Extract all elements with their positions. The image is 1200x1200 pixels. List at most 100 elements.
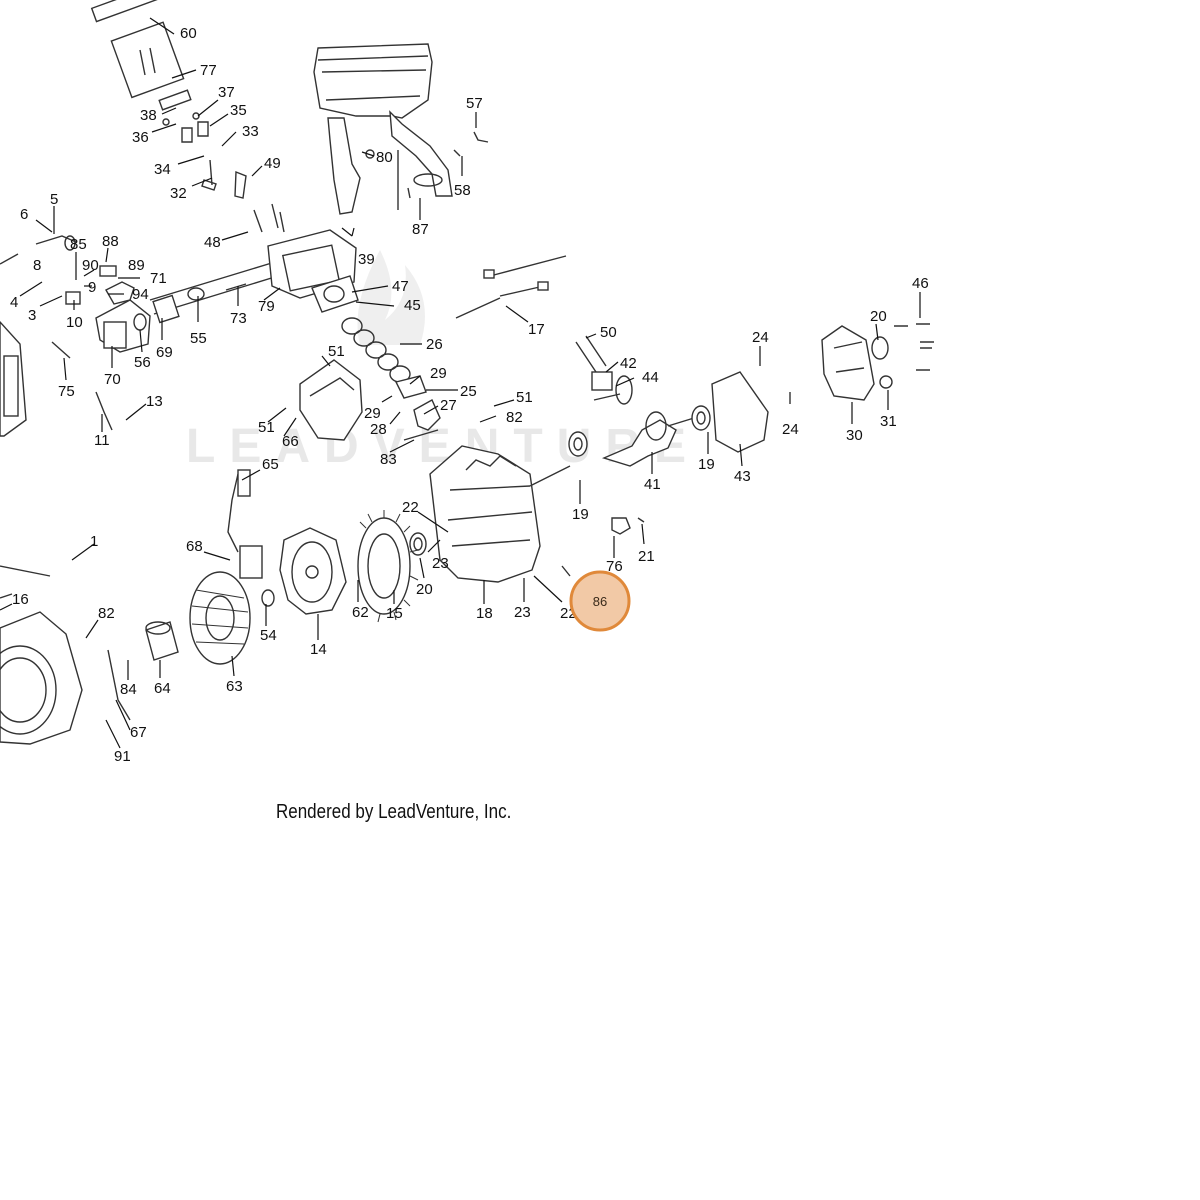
callout-13[interactable]: 13 (146, 393, 163, 410)
cylinder-head-part (253, 203, 359, 313)
callout-66[interactable]: 66 (282, 433, 299, 450)
callout-90[interactable]: 90 (82, 257, 99, 274)
callout-30[interactable]: 30 (846, 427, 863, 444)
callout-63[interactable]: 63 (226, 678, 243, 695)
callout-75[interactable]: 75 (58, 383, 75, 400)
callout-83[interactable]: 83 (380, 451, 397, 468)
callout-9[interactable]: 9 (88, 279, 96, 296)
callout-80[interactable]: 80 (376, 149, 393, 166)
callout-91[interactable]: 91 (114, 748, 131, 765)
callout-50[interactable]: 50 (600, 324, 617, 341)
callout-36[interactable]: 36 (132, 129, 149, 146)
callout-4[interactable]: 4 (10, 294, 18, 311)
fuel-tank-part (0, 320, 27, 437)
callout-62[interactable]: 62 (352, 604, 369, 621)
callout-35[interactable]: 35 (230, 102, 247, 119)
callout-38[interactable]: 38 (140, 107, 157, 124)
callout-49[interactable]: 49 (264, 155, 281, 172)
callout-43[interactable]: 43 (734, 468, 751, 485)
callout-39[interactable]: 39 (358, 251, 375, 268)
callout-8[interactable]: 8 (33, 257, 41, 274)
callout-68[interactable]: 68 (186, 538, 203, 555)
callout-20-center[interactable]: 20 (416, 581, 433, 598)
callout-56[interactable]: 56 (134, 354, 151, 371)
watermark: LEADVENTURE (186, 250, 686, 473)
callout-17[interactable]: 17 (528, 321, 545, 338)
callout-31[interactable]: 31 (880, 413, 897, 430)
callout-26[interactable]: 26 (426, 336, 443, 353)
starter-cup-part (145, 589, 275, 661)
callout-5[interactable]: 5 (50, 191, 58, 208)
crankcase-cover-part (821, 323, 934, 401)
callout-15[interactable]: 15 (386, 605, 403, 622)
callout-24-bottom[interactable]: 24 (782, 421, 799, 438)
callout-51-right[interactable]: 51 (516, 389, 533, 406)
callout-65[interactable]: 65 (262, 456, 279, 473)
callout-55[interactable]: 55 (190, 330, 207, 347)
callout-69[interactable]: 69 (156, 344, 173, 361)
intake-pipe-part (51, 261, 279, 359)
callout-51-top[interactable]: 51 (328, 343, 345, 360)
callout-82-left[interactable]: 82 (98, 605, 115, 622)
callout-27[interactable]: 27 (440, 397, 457, 414)
callout-46[interactable]: 46 (912, 275, 929, 292)
callout-71[interactable]: 71 (150, 270, 167, 287)
callout-21[interactable]: 21 (638, 548, 655, 565)
callout-51-left[interactable]: 51 (258, 419, 275, 436)
callout-88[interactable]: 88 (102, 233, 119, 250)
callout-18[interactable]: 18 (476, 605, 493, 622)
callout-23-bottom[interactable]: 23 (514, 604, 531, 621)
callout-89[interactable]: 89 (128, 257, 145, 274)
callout-47[interactable]: 47 (392, 278, 409, 295)
camshaft-part (575, 335, 633, 405)
callout-45[interactable]: 45 (404, 297, 421, 314)
callout-16[interactable]: 16 (12, 591, 29, 608)
callout-6[interactable]: 6 (20, 206, 28, 223)
callout-44[interactable]: 44 (642, 369, 659, 386)
callout-37[interactable]: 37 (218, 84, 235, 101)
callout-67[interactable]: 67 (130, 724, 147, 741)
callout-42[interactable]: 42 (620, 355, 637, 372)
callout-25[interactable]: 25 (460, 383, 477, 400)
callout-32[interactable]: 32 (170, 185, 187, 202)
callout-20-right[interactable]: 20 (870, 308, 887, 325)
callout-28[interactable]: 28 (370, 421, 387, 438)
hotspot-86[interactable]: 86 (569, 570, 631, 632)
callout-3[interactable]: 3 (28, 307, 36, 324)
callout-73[interactable]: 73 (230, 310, 247, 327)
callout-54[interactable]: 54 (260, 627, 277, 644)
callout-29-left[interactable]: 29 (364, 405, 381, 422)
callout-41[interactable]: 41 (644, 476, 661, 493)
callout-29-top[interactable]: 29 (430, 365, 447, 382)
callout-84[interactable]: 84 (120, 681, 137, 698)
callout-24-top[interactable]: 24 (752, 329, 769, 346)
callout-57[interactable]: 57 (466, 95, 483, 112)
callout-94[interactable]: 94 (132, 286, 149, 303)
callout-14[interactable]: 14 (310, 641, 327, 658)
rocker-arm-part (403, 399, 441, 441)
callout-85[interactable]: 85 (70, 236, 87, 253)
callout-34[interactable]: 34 (154, 161, 171, 178)
breather-part (365, 131, 489, 199)
callout-11[interactable]: 11 (94, 432, 110, 449)
callout-10[interactable]: 10 (66, 314, 83, 331)
callout-77[interactable]: 77 (200, 62, 217, 79)
callout-19-right[interactable]: 19 (698, 456, 715, 473)
callout-58[interactable]: 58 (454, 182, 471, 199)
wiring-harness-part (455, 255, 567, 319)
callout-64[interactable]: 64 (154, 680, 171, 697)
callout-19-center[interactable]: 19 (572, 506, 589, 523)
callout-79[interactable]: 79 (258, 298, 275, 315)
callout-87[interactable]: 87 (412, 221, 429, 238)
callout-48[interactable]: 48 (204, 234, 221, 251)
recoil-housing-part (0, 565, 131, 745)
callout-33[interactable]: 33 (242, 123, 259, 140)
callout-70[interactable]: 70 (104, 371, 121, 388)
callout-23-left[interactable]: 23 (432, 555, 449, 572)
callout-82-right[interactable]: 82 (506, 409, 523, 426)
callout-76[interactable]: 76 (606, 558, 623, 575)
callout-60[interactable]: 60 (180, 25, 197, 42)
callout-22-top[interactable]: 22 (402, 499, 419, 516)
hotspot-86-label[interactable]: 86 (593, 594, 607, 609)
callout-1[interactable]: 1 (90, 533, 98, 550)
